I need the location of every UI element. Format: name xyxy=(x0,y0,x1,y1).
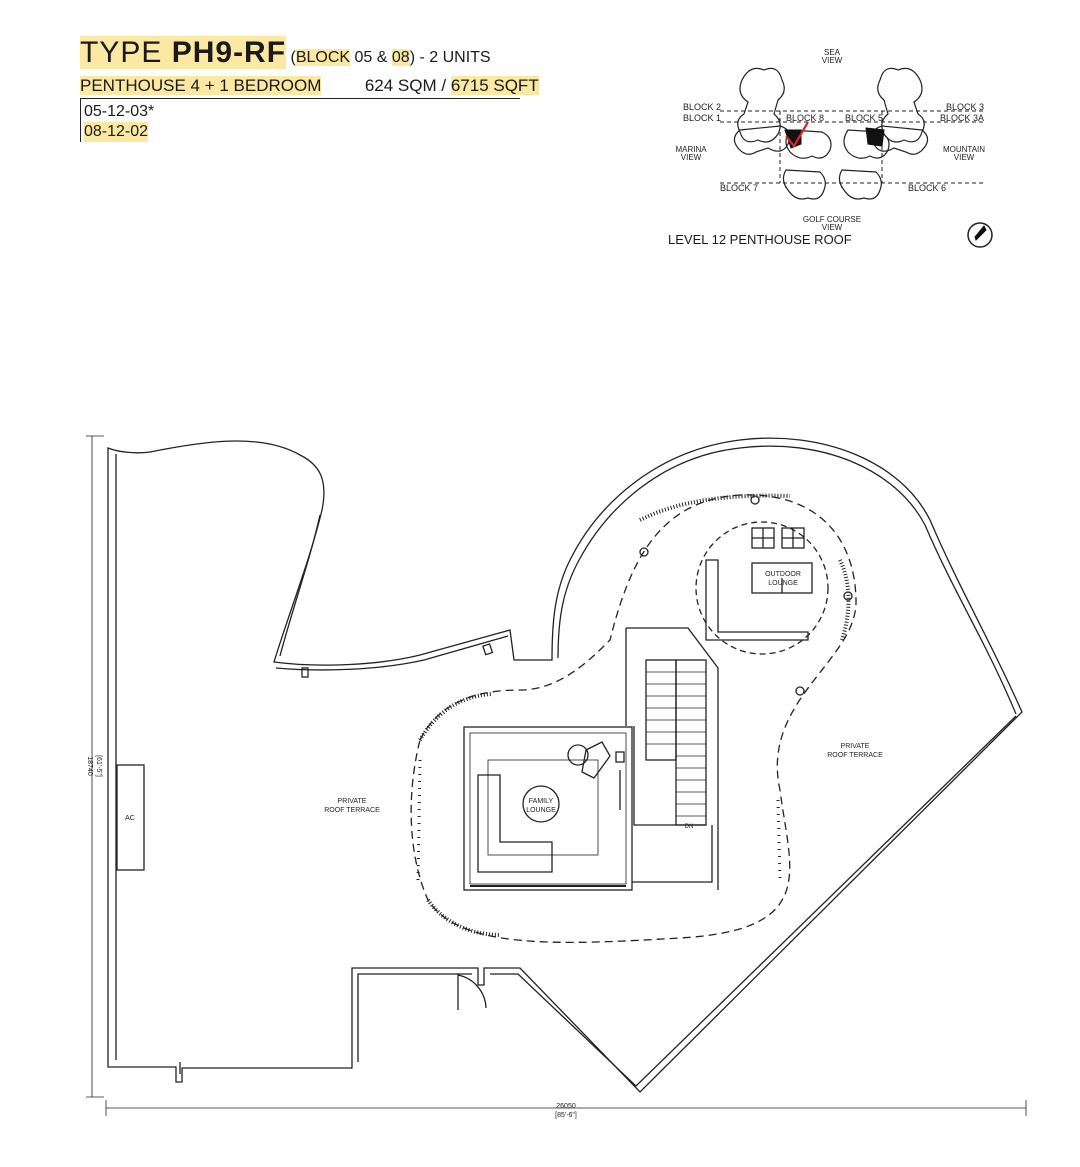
hedge xyxy=(639,493,791,522)
plan-title: TYPE PH9-RF (BLOCK 05 & 08) - 2 UNITS xyxy=(80,36,491,70)
key-check-mark xyxy=(785,121,809,148)
family-lounge-label-2: LOUNGE xyxy=(526,807,556,814)
terrace-label-1: PRIVATE xyxy=(338,798,367,805)
hedge xyxy=(416,759,422,881)
key-block-3a: BLOCK 3A xyxy=(940,113,984,123)
north-arrow-icon xyxy=(967,222,993,248)
tree-marker xyxy=(843,591,853,601)
key-block-5: BLOCK 5 xyxy=(845,113,883,123)
dim-depth-imperial: [61'-5"] xyxy=(95,755,102,777)
post xyxy=(301,667,309,678)
coffee-table xyxy=(522,785,560,823)
north-arrow-pointer-icon xyxy=(974,225,987,241)
outdoor-sofa xyxy=(705,559,809,641)
hedge xyxy=(426,898,501,937)
hedge xyxy=(776,799,782,881)
ac-label: AC xyxy=(125,815,135,822)
roof-plan xyxy=(86,435,1027,1116)
tree-marker xyxy=(795,686,805,696)
family-lounge-label: FAMILY xyxy=(529,798,554,805)
terrace-label-2: PRIVATE xyxy=(841,743,870,750)
key-block-1: BLOCK 1 xyxy=(683,113,721,123)
unit-type: PENTHOUSE 4 + 1 BEDROOM xyxy=(80,76,322,95)
outdoor-lounge-label: OUTDOOR xyxy=(765,571,801,578)
armchair xyxy=(581,741,611,779)
parapet-line xyxy=(279,514,321,657)
family-lounge-room-inner xyxy=(469,732,627,885)
stair-wall xyxy=(626,627,719,890)
key-block-8-tower xyxy=(785,129,832,159)
door-swing xyxy=(457,974,487,1010)
block-b: 08 xyxy=(391,49,410,66)
block-close: ) - 2 UNITS xyxy=(409,49,491,66)
tree-marker xyxy=(639,547,649,557)
key-plan-label: LEVEL 12 PENTHOUSE ROOF xyxy=(668,232,852,247)
sofa xyxy=(477,774,553,873)
stair-flight xyxy=(645,659,677,761)
unit-subline: PENTHOUSE 4 + 1 BEDROOM 624 SQM / 6715 S… xyxy=(80,76,539,96)
block-word: BLOCK xyxy=(295,49,351,66)
family-lounge-room xyxy=(463,726,633,891)
terrace-label-2b: ROOF TERRACE xyxy=(827,752,883,759)
dim-depth: 18740 xyxy=(86,756,93,776)
key-block-6-tower xyxy=(838,169,882,200)
key-block-6: BLOCK 6 xyxy=(908,183,946,193)
rug xyxy=(487,759,599,856)
key-unit-block-8 xyxy=(784,129,802,149)
parapet-line xyxy=(490,715,1017,1087)
stair-flight xyxy=(675,659,707,826)
planter-boundary xyxy=(410,494,857,943)
side-table xyxy=(567,744,589,766)
unit-number: 08-12-02 xyxy=(84,122,149,142)
key-block-5-tower xyxy=(843,129,890,159)
parapet-line xyxy=(179,973,472,1074)
terrace-boundary xyxy=(107,437,1023,1093)
key-block-3-tower xyxy=(877,67,925,143)
header-rule xyxy=(80,98,520,99)
post xyxy=(482,643,494,656)
stair-wall xyxy=(633,726,706,826)
key-block-1-tower xyxy=(733,125,791,155)
type-code: PH9-RF xyxy=(171,36,287,69)
type-prefix: TYPE xyxy=(80,36,172,69)
key-block-7-tower xyxy=(782,169,826,200)
dim-width: 26050 xyxy=(556,1103,576,1110)
grill-grate xyxy=(752,528,804,548)
block-a: 05 & xyxy=(350,49,392,66)
parapet-line xyxy=(557,445,1017,715)
key-golf-view: GOLF COURSE xyxy=(803,215,861,224)
parapet-line xyxy=(275,635,509,671)
key-block-7: BLOCK 7 xyxy=(720,183,758,193)
key-unit-block-5 xyxy=(865,127,885,147)
key-marina-view: MARINA xyxy=(675,145,707,154)
key-marina-view-2: VIEW xyxy=(681,153,702,162)
dim-width-imperial: [85'-6"] xyxy=(555,1112,577,1119)
unit-list: 05-12-03* 08-12-02 xyxy=(84,102,154,142)
key-sea-view: SEA xyxy=(824,48,841,57)
tree-marker xyxy=(750,495,760,505)
lamp xyxy=(615,751,625,763)
area-sqm: 624 SQM / xyxy=(364,76,451,95)
header-rule-left xyxy=(80,98,81,142)
outdoor-lounge-zone xyxy=(695,521,829,655)
ac-ledge xyxy=(116,764,145,871)
unit-number: 05-12-03* xyxy=(84,103,155,120)
outdoor-lounge-label-2: LOUNGE xyxy=(768,580,798,587)
room-wall xyxy=(632,825,713,883)
key-golf-view-2: VIEW xyxy=(822,223,843,232)
block-open: ( xyxy=(290,49,296,66)
key-block-2-tower xyxy=(737,67,785,143)
terrace-label-1b: ROOF TERRACE xyxy=(324,807,380,814)
key-block-3: BLOCK 3 xyxy=(946,102,984,112)
stair-dn-label: DN xyxy=(685,824,694,830)
area-sqft: 6715 SQFT xyxy=(450,76,539,95)
key-plan xyxy=(720,67,993,248)
key-block-2: BLOCK 2 xyxy=(683,102,721,112)
key-sea-view-2: VIEW xyxy=(822,56,843,65)
key-block-8: BLOCK 8 xyxy=(786,113,824,123)
key-mountain-view: MOUNTAIN xyxy=(943,145,985,154)
key-mountain-view-2: VIEW xyxy=(954,153,975,162)
